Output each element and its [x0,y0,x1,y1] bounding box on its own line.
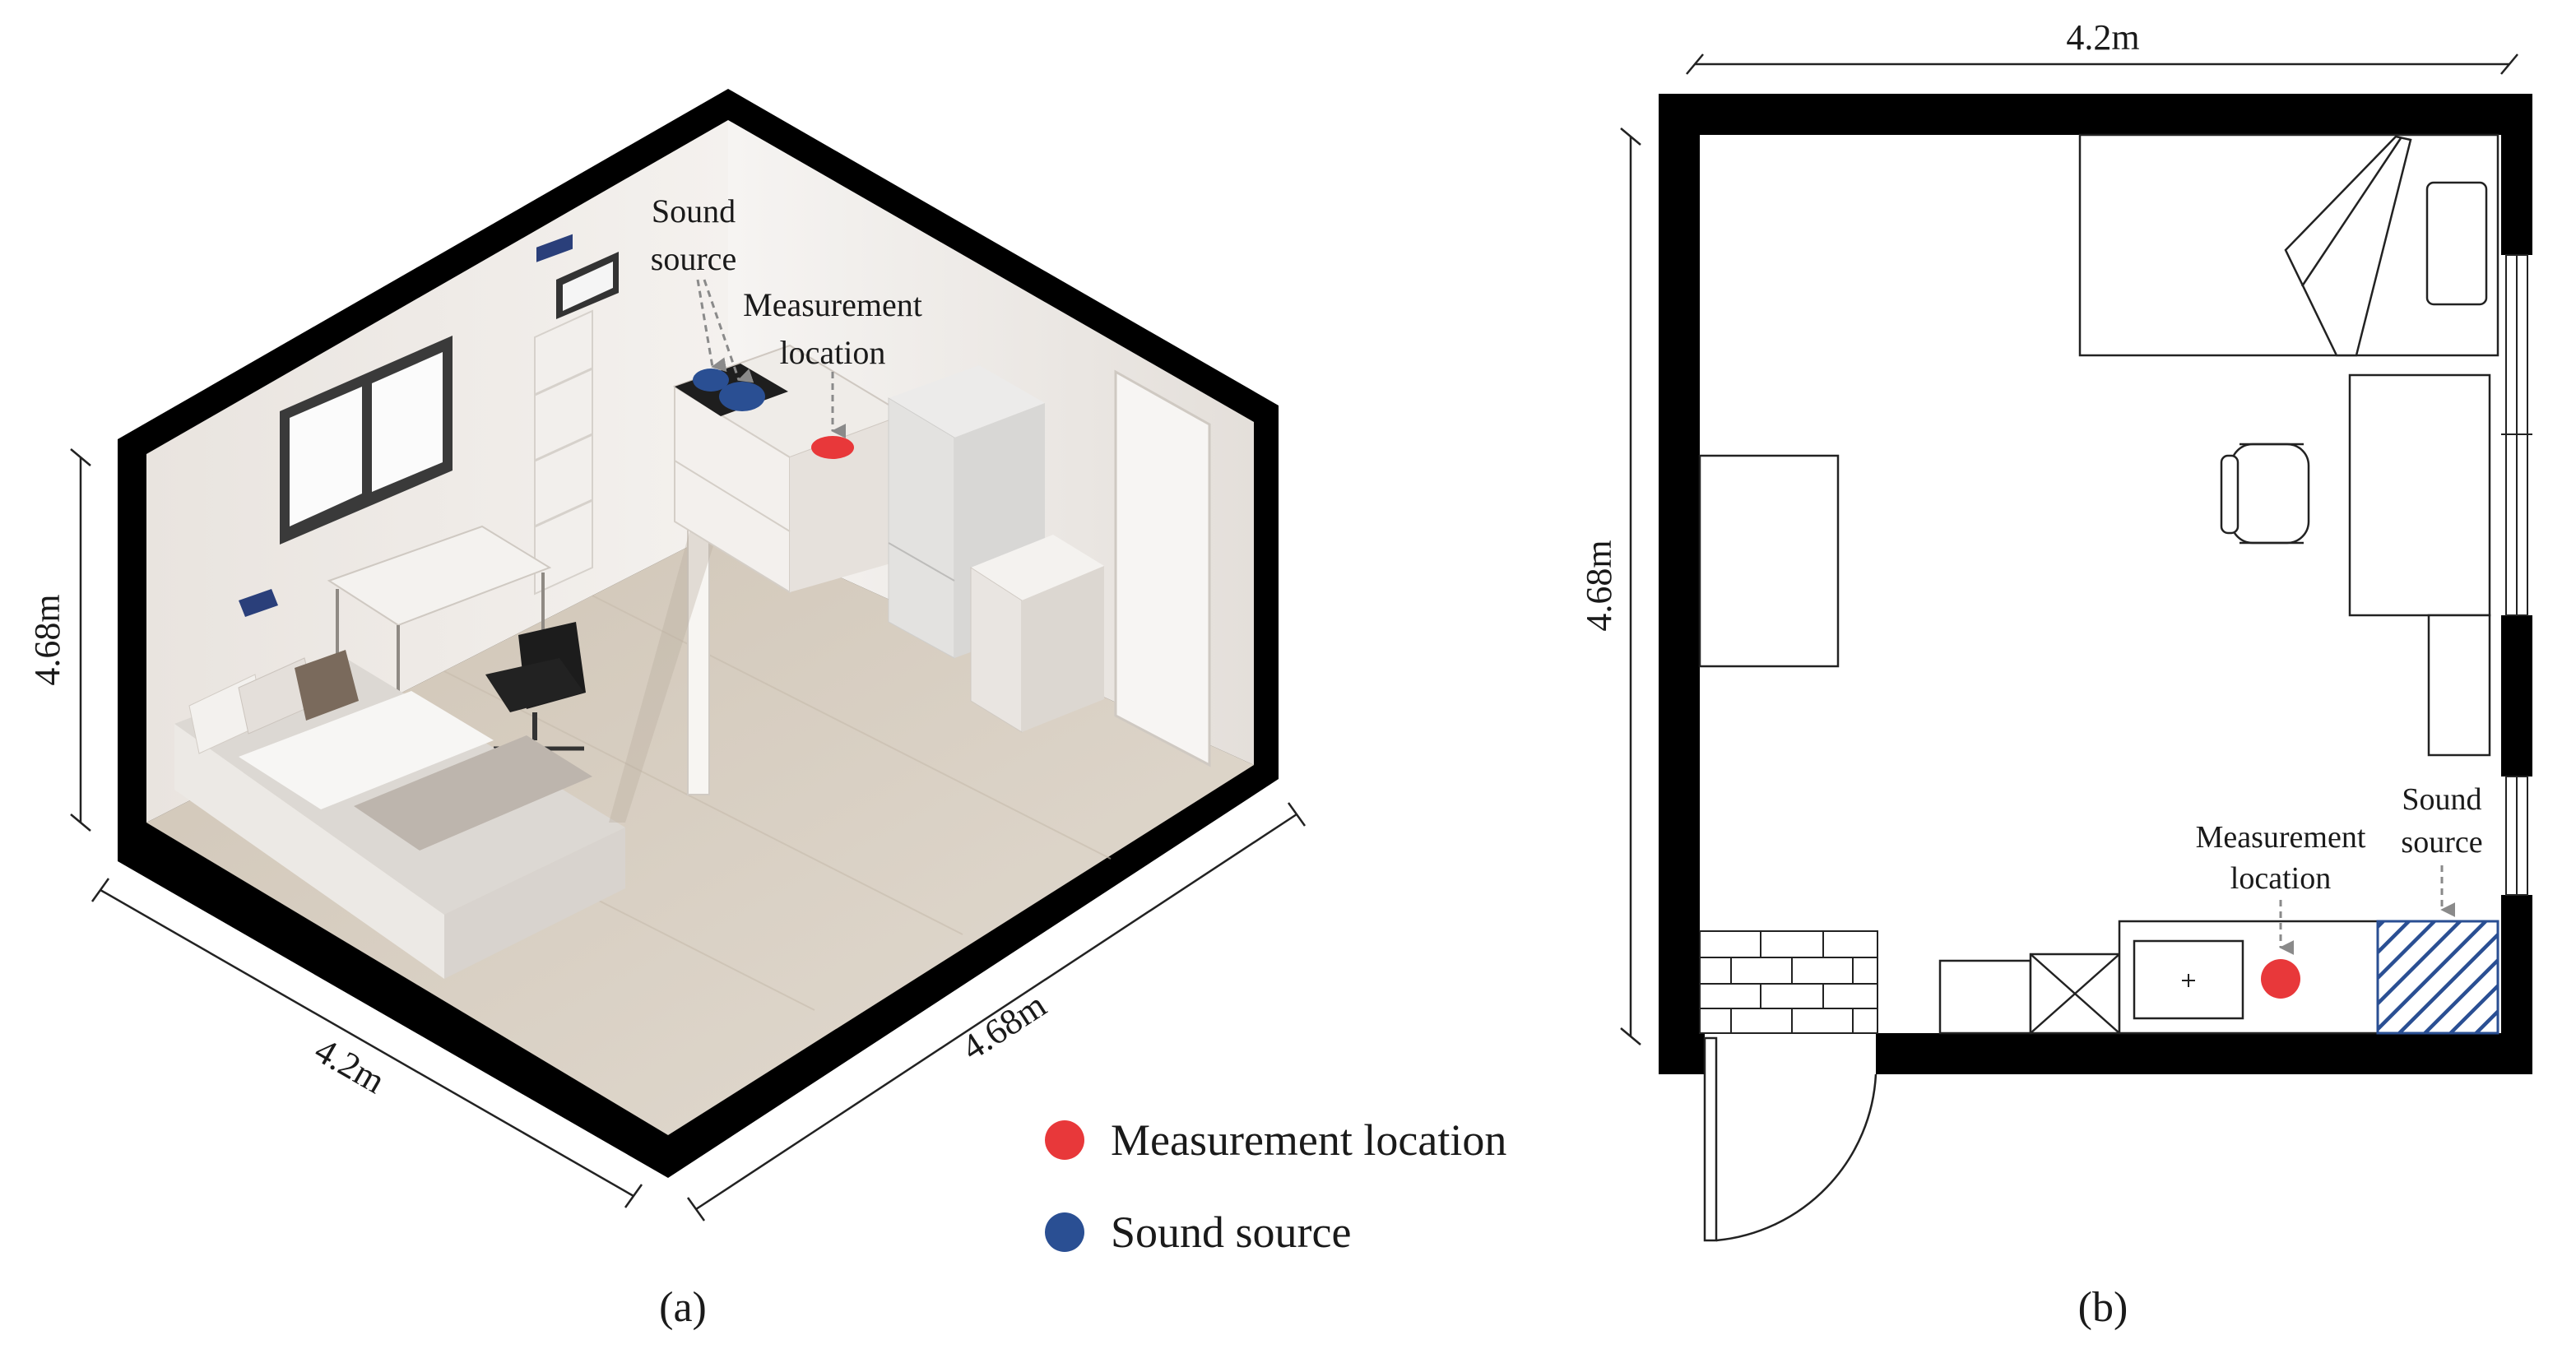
plan-dim-height-label: 4.68m [1579,540,1619,631]
legend-measurement-label: Measurement location [1111,1115,1506,1165]
iso-desk [327,525,552,627]
plan-wardrobe [1698,454,1840,668]
plan-wall-bottom [1876,1033,2532,1074]
iso-device-1 [239,589,278,617]
plan-sound-source-label-2: source [2401,825,2482,860]
plan-window-right-2 [2505,776,2528,896]
plan-chair [2220,443,2310,545]
plan-kitchen-units [1938,920,2379,1035]
iso-dim-depth-label: 4.68m [954,985,1053,1069]
iso-door [1114,369,1211,767]
legend-sound-source-label: Sound source [1111,1208,1351,1257]
plan-wall-right-mid [2501,615,2532,776]
legend-sound-source-swatch [1045,1212,1084,1252]
iso-drawers [970,535,1104,733]
plan-measurement-point [2261,959,2300,999]
plan-sound-source [2376,920,2499,1035]
legend: Measurement location Sound source [1045,1115,1506,1257]
iso-counter [672,344,907,594]
iso-sound-source-label-2: source [651,240,736,277]
plan-wall-top [1659,94,2532,135]
iso-dim-height [70,448,91,832]
panel-a-isometric: Sound source Measurement location 4.68m … [27,89,1307,1331]
iso-sound-source-label-1: Sound [652,192,736,229]
plan-bed [2078,133,2499,357]
plan-dim-height [1620,127,1641,1045]
iso-sound-source-1 [693,369,729,392]
plan-sink-drain [2182,974,2195,987]
plan-dim-width [1686,53,2518,75]
plan-desk [2348,373,2491,757]
iso-bed [174,650,625,979]
caption-a: (a) [659,1284,707,1331]
plan-sound-source-label-1: Sound [2402,782,2481,817]
caption-b: (b) [2078,1284,2128,1331]
plan-window-right-1 [2501,254,2532,616]
iso-shelf [534,309,593,596]
plan-measurement-label-2: location [2230,861,2331,896]
iso-measurement-label-1: Measurement [743,286,922,323]
iso-dim-width [91,878,643,1208]
panel-b-floorplan: Measurement location Sound source 4.2m 4… [1579,17,2532,1331]
plan-shelf-bricks [1699,930,1878,1034]
plan-dim-width-label: 4.2m [2066,17,2139,58]
plan-door [1703,1036,1877,1242]
iso-dim-depth [686,802,1307,1222]
plan-wall-left [1659,94,1700,1074]
plan-wall-right-top [2501,94,2532,255]
plan-measurement-label-1: Measurement [2196,820,2366,855]
iso-measurement-point [811,436,854,459]
iso-dim-height-label: 4.68m [27,594,67,685]
iso-measurement-label-2: location [780,334,886,371]
iso-dim-width-label: 4.2m [308,1030,392,1101]
legend-measurement-swatch [1045,1120,1084,1160]
plan-wall-bottom-left [1659,1033,1705,1074]
iso-sound-source-2 [719,382,765,411]
